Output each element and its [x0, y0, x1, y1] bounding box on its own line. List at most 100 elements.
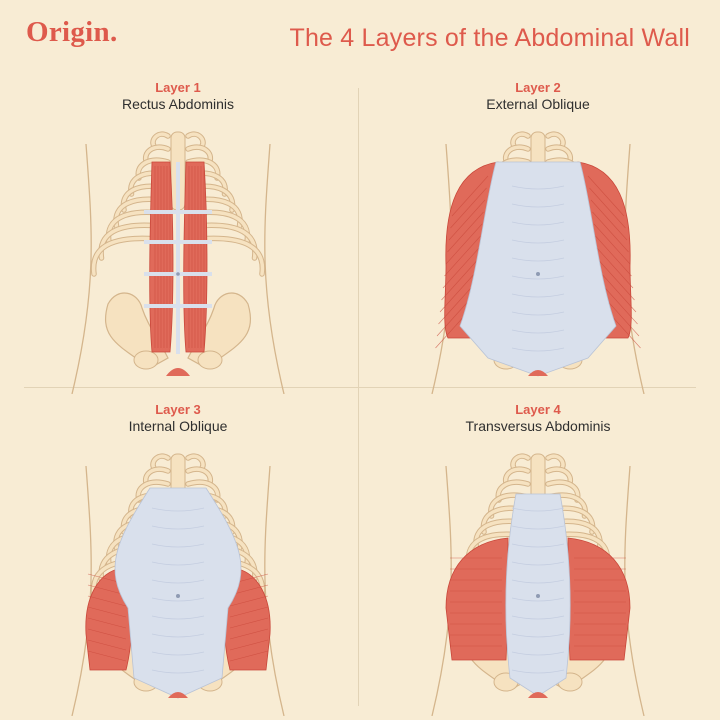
layer-number: Layer 3: [155, 402, 201, 417]
muscle-fiber: [599, 271, 637, 313]
muscle-fiber: [442, 247, 480, 289]
fascia-fiber: [511, 597, 565, 602]
muscle-fiber: [87, 606, 127, 618]
pyramidalis: [166, 368, 190, 376]
muscle-fiber: [229, 650, 269, 662]
fascia-fiber: [511, 293, 565, 298]
rib-fill: [546, 454, 565, 470]
fascia-fiber: [511, 239, 565, 244]
fascia-fiber: [151, 669, 205, 674]
pyramidalis: [528, 370, 548, 376]
rib-fill: [151, 132, 170, 148]
torso-illustration: [431, 131, 645, 394]
rib-fill: [511, 132, 530, 148]
fascia-fiber: [511, 347, 565, 352]
fascia-fiber: [511, 221, 565, 226]
fascia-fiber: [151, 633, 205, 638]
rectus-abdominis-illustration: [71, 131, 285, 394]
fascia-fiber: [151, 579, 205, 584]
layer-4-panel: Layer 4 Transversus Abdominis: [360, 398, 716, 716]
vertical-divider: [358, 88, 359, 706]
rib-fill: [151, 454, 170, 470]
aponeurosis: [114, 487, 242, 699]
muscle-fiber: [451, 175, 489, 217]
navel: [536, 594, 540, 598]
fascia-fiber: [511, 275, 565, 280]
layer-number: Layer 4: [515, 402, 561, 417]
rectus-column: [149, 161, 174, 353]
layer-3-panel: Layer 3 Internal Oblique: [0, 398, 356, 716]
fascia-fiber: [151, 543, 205, 548]
muscle-fiber: [448, 199, 486, 241]
muscle-fiber: [229, 606, 269, 618]
fascia-fiber: [511, 543, 565, 548]
layer-2-panel: Layer 2 External Oblique: [360, 76, 716, 394]
rib-fill: [511, 454, 530, 470]
pubic-bone: [133, 350, 159, 370]
layer-name: Internal Oblique: [128, 418, 228, 434]
muscle-fiber: [596, 247, 634, 289]
muscle-fiber: [229, 595, 269, 607]
muscle-fiber: [441, 259, 478, 301]
muscle-fiber: [87, 650, 127, 662]
fascia-fiber: [511, 203, 565, 208]
body-outline: [71, 465, 285, 716]
horizontal-divider: [24, 387, 696, 388]
torso-illustration: [71, 131, 285, 394]
muscle-fiber: [445, 223, 483, 265]
muscle-fiber: [229, 584, 269, 596]
fascia-fiber: [151, 597, 205, 602]
muscle-fiber: [598, 259, 635, 301]
fascia-fiber: [511, 329, 565, 334]
fascia-fiber: [511, 507, 565, 512]
fascia-fiber: [151, 525, 205, 530]
page-title: The 4 Layers of the Abdominal Wall: [289, 24, 690, 52]
fascia-fiber: [151, 651, 205, 656]
muscle-layer: [144, 161, 212, 376]
muscle-fiber: [439, 271, 477, 313]
layer-1-panel: Layer 1 Rectus Abdominis: [0, 76, 356, 394]
fascia-fiber: [511, 185, 565, 190]
transversus-abdominis-illustration: [431, 453, 645, 716]
muscle-layer: [85, 487, 271, 699]
muscle-fiber: [587, 175, 625, 217]
fascia-fiber: [511, 525, 565, 530]
layer-name: Transversus Abdominis: [465, 418, 611, 434]
fascia-fiber: [511, 561, 565, 566]
rectus-column: [183, 161, 208, 353]
fascia-fiber: [151, 507, 205, 512]
muscle-fiber: [601, 283, 638, 325]
muscle-fiber: [87, 595, 127, 607]
aponeurosis: [459, 161, 617, 377]
muscle-fiber: [590, 199, 628, 241]
origin-logo: Origin.: [26, 16, 118, 48]
layer-name: External Oblique: [486, 96, 590, 112]
oblique-muscle: [567, 537, 631, 661]
muscle-fiber: [595, 235, 632, 277]
rib-fill: [186, 132, 205, 148]
fascia-fiber: [511, 669, 565, 674]
fascia-fiber: [511, 257, 565, 262]
muscle-fiber: [592, 211, 629, 253]
muscle-fiber: [447, 211, 484, 253]
muscle-fiber: [87, 584, 127, 596]
fascia-fiber: [511, 311, 565, 316]
fascia-fiber: [151, 561, 205, 566]
fascia-fiber: [511, 579, 565, 584]
fascia-fiber: [151, 615, 205, 620]
layer-number: Layer 2: [515, 80, 561, 95]
fascia-fiber: [511, 633, 565, 638]
muscle-fiber: [229, 617, 269, 629]
pyramidalis: [528, 692, 548, 698]
navel: [176, 594, 180, 598]
rib-fill: [546, 132, 565, 148]
navel: [536, 272, 540, 276]
fascia-fiber: [511, 615, 565, 620]
body-outline: [71, 143, 285, 394]
muscle-fiber: [589, 187, 626, 229]
muscle-layer: [435, 161, 641, 377]
rib-fill: [186, 454, 205, 470]
navel: [176, 272, 180, 276]
oblique-muscle: [445, 537, 509, 661]
